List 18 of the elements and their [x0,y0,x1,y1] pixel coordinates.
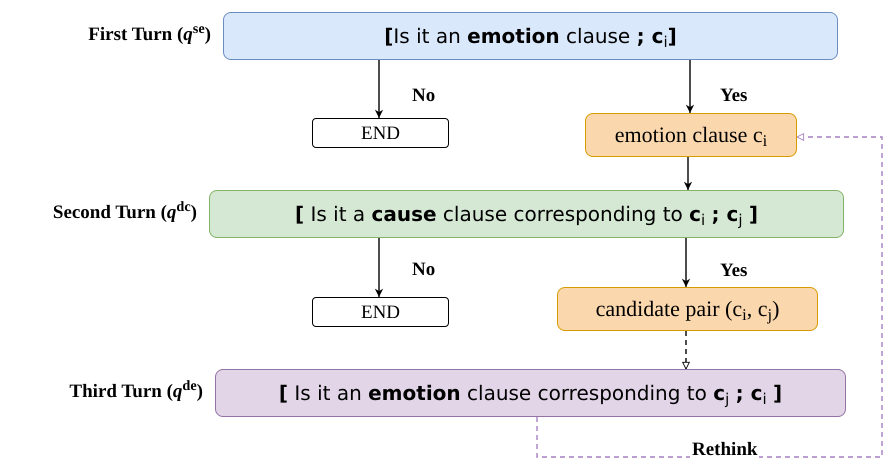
result-box: emotion clause c$_{i}$ [585,113,797,157]
arrow [682,238,690,287]
arrow [684,157,692,190]
end-box: END [312,297,449,327]
arrow [536,133,883,458]
question-box: [ Is it a cause clause corresponding to c$_{i}$ ; c$_{j}$ ] [209,190,844,238]
turn-label: Second Turn (q$^{dc}$) [52,203,197,222]
end-box: END [312,118,449,148]
arrow [374,60,384,118]
result-box: candidate pair (c$_{i}$, c$_{j}$) [557,287,818,331]
arrow [686,60,694,113]
question-box: [ Is it an emotion clause corresponding to c$_{j}$ ; c$_{i}$ ] [215,369,846,417]
turn-label: First Turn (q$^{se}$) [88,25,211,44]
question-box: [Is it an emotion clause ; c$_{i}$] [223,12,838,60]
arrow [682,331,690,370]
edge-label: Rethink [690,440,760,459]
arrow [374,238,384,297]
turn-label: Third Turn (q$^{de}$) [69,382,203,401]
